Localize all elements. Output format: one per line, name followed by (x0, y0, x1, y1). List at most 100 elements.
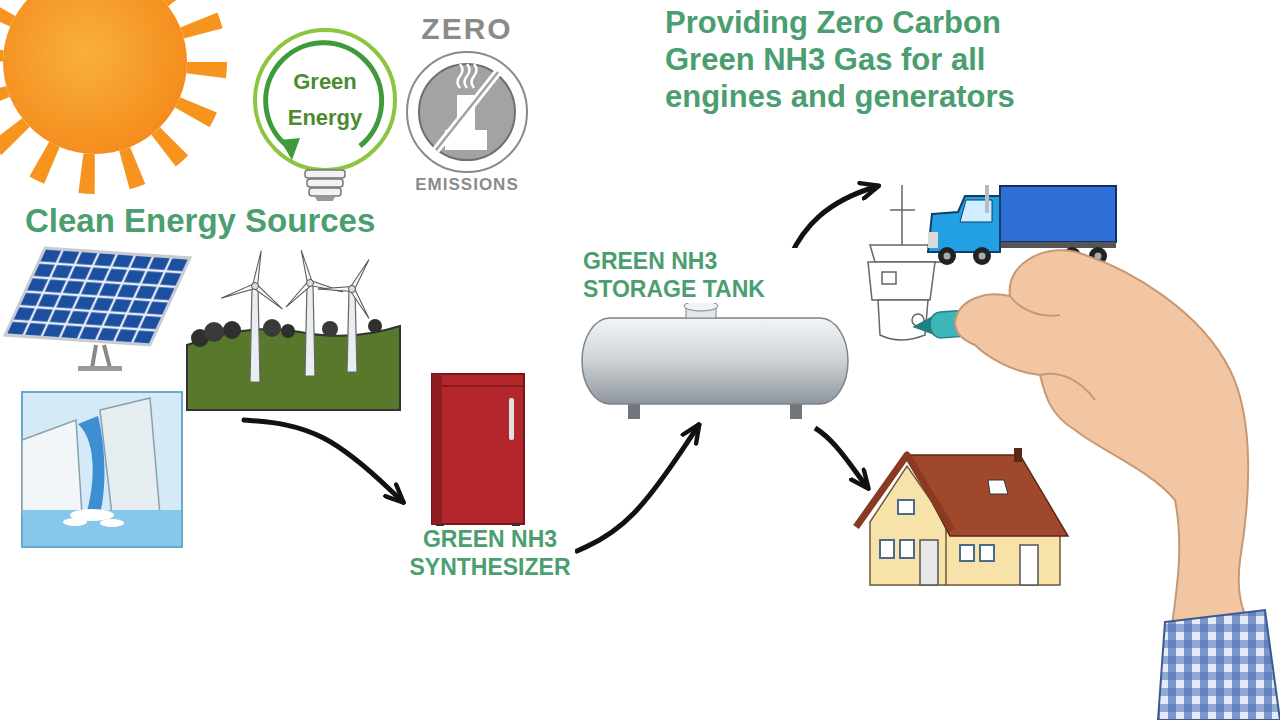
node-label: GREEN NH3 SYNTHESIZER (405, 526, 575, 581)
wind-farm (187, 250, 400, 410)
truck (973, 247, 991, 265)
wind-farm (318, 258, 371, 319)
zero-emissions-icon (419, 64, 515, 160)
wind-farm (204, 322, 224, 342)
node-label: GREEN NH3 STORAGE TANK (583, 248, 823, 303)
drawing-hand (1010, 296, 1060, 316)
hydro-dam (22, 392, 182, 547)
synthesizer-cabinet (509, 398, 514, 440)
house (856, 448, 1068, 585)
wind-farm (284, 250, 343, 309)
solar-panel (5, 248, 190, 345)
green-energy-bulb (255, 30, 395, 170)
green-energy-bulb (255, 30, 395, 206)
solar-panel (5, 248, 190, 345)
drawing-hand (911, 250, 1280, 720)
house (898, 500, 914, 514)
emissions-word: EMISSIONS (402, 175, 532, 195)
drawing-hand (1040, 374, 1095, 400)
house (920, 540, 938, 585)
green-energy-bulb (266, 43, 382, 148)
house (1014, 448, 1022, 462)
house (856, 455, 952, 530)
house (980, 545, 994, 561)
solar-panel (5, 248, 190, 371)
wind-farm (253, 250, 264, 286)
zero-word: ZERO (412, 12, 522, 46)
zero-emissions-icon (458, 64, 463, 88)
zero-emissions-icon (465, 64, 470, 88)
diagram-title: Providing Zero Carbon Green NH3 Gas for … (665, 4, 1090, 115)
green-energy-bulb (280, 138, 300, 160)
green-energy-bulb (309, 188, 341, 196)
truck (979, 253, 986, 260)
storage-tank (582, 301, 848, 419)
hydro-dam (23, 510, 181, 546)
truck (928, 185, 1116, 265)
green-energy-bulb (307, 179, 343, 187)
wind-farm (250, 287, 260, 382)
hydro-dam (22, 420, 82, 515)
truck (938, 247, 956, 265)
solar-panel (78, 366, 122, 371)
hydro-dam (63, 518, 87, 526)
solar-panel (92, 345, 110, 368)
wind-farm (305, 284, 315, 376)
bulb-label: Green Energy (281, 64, 369, 136)
hydro-dam (22, 392, 182, 547)
house (960, 545, 974, 561)
sun-icon (0, 0, 207, 174)
ship-sketch (882, 272, 896, 284)
synthesizer-cabinet (432, 374, 524, 524)
wind-farm (349, 286, 356, 293)
flow-arrow (577, 425, 699, 551)
zero-emissions-icon (407, 52, 527, 172)
wind-farm (318, 287, 352, 292)
wind-farm (281, 324, 295, 338)
truck (928, 232, 938, 248)
zero-emissions-icon (407, 52, 527, 172)
house (1020, 545, 1038, 585)
delivery-arrow (815, 428, 868, 488)
hydro-dam (78, 416, 104, 515)
wind-farm (263, 319, 281, 337)
source-group: Clean Energy Sources (10, 195, 400, 418)
zero-emissions-icon (436, 72, 498, 150)
synthesizer-cabinet (432, 374, 524, 528)
synthesizer-cabinet (442, 385, 524, 387)
wind-farm (307, 280, 314, 287)
storage-tank (582, 318, 848, 404)
ship-sketch (890, 209, 915, 211)
wind-farm (347, 290, 357, 372)
green-energy-bulb (305, 170, 345, 178)
truck (985, 185, 989, 213)
wind-farm (322, 321, 338, 337)
sun-icon (0, 0, 207, 174)
storage-tank-unit: GREEN NH3 STORAGE TANK (580, 245, 850, 423)
synthesizer-cabinet (432, 374, 442, 524)
wind-farm (299, 250, 313, 284)
zero-emissions-icon (436, 72, 498, 150)
drawing-hand (1158, 610, 1280, 720)
wind-farm (223, 321, 241, 339)
house (988, 480, 1008, 494)
wind-farm (368, 319, 382, 333)
ship-sketch (868, 262, 935, 300)
sun-icon (3, 0, 187, 154)
flow-arrow (244, 420, 403, 502)
zero-emissions-icon (472, 64, 477, 88)
ship-sketch (901, 185, 903, 245)
truck (928, 196, 1000, 252)
wind-farm (220, 284, 256, 301)
hydro-dam (100, 398, 160, 515)
wind-farm (252, 283, 259, 290)
house (900, 540, 914, 558)
node-label: Clean Energy Sources (25, 201, 375, 241)
wind-farm (220, 250, 284, 311)
ship-sketch (878, 300, 928, 340)
truck (1000, 186, 1116, 242)
hydro-dam (100, 519, 124, 527)
